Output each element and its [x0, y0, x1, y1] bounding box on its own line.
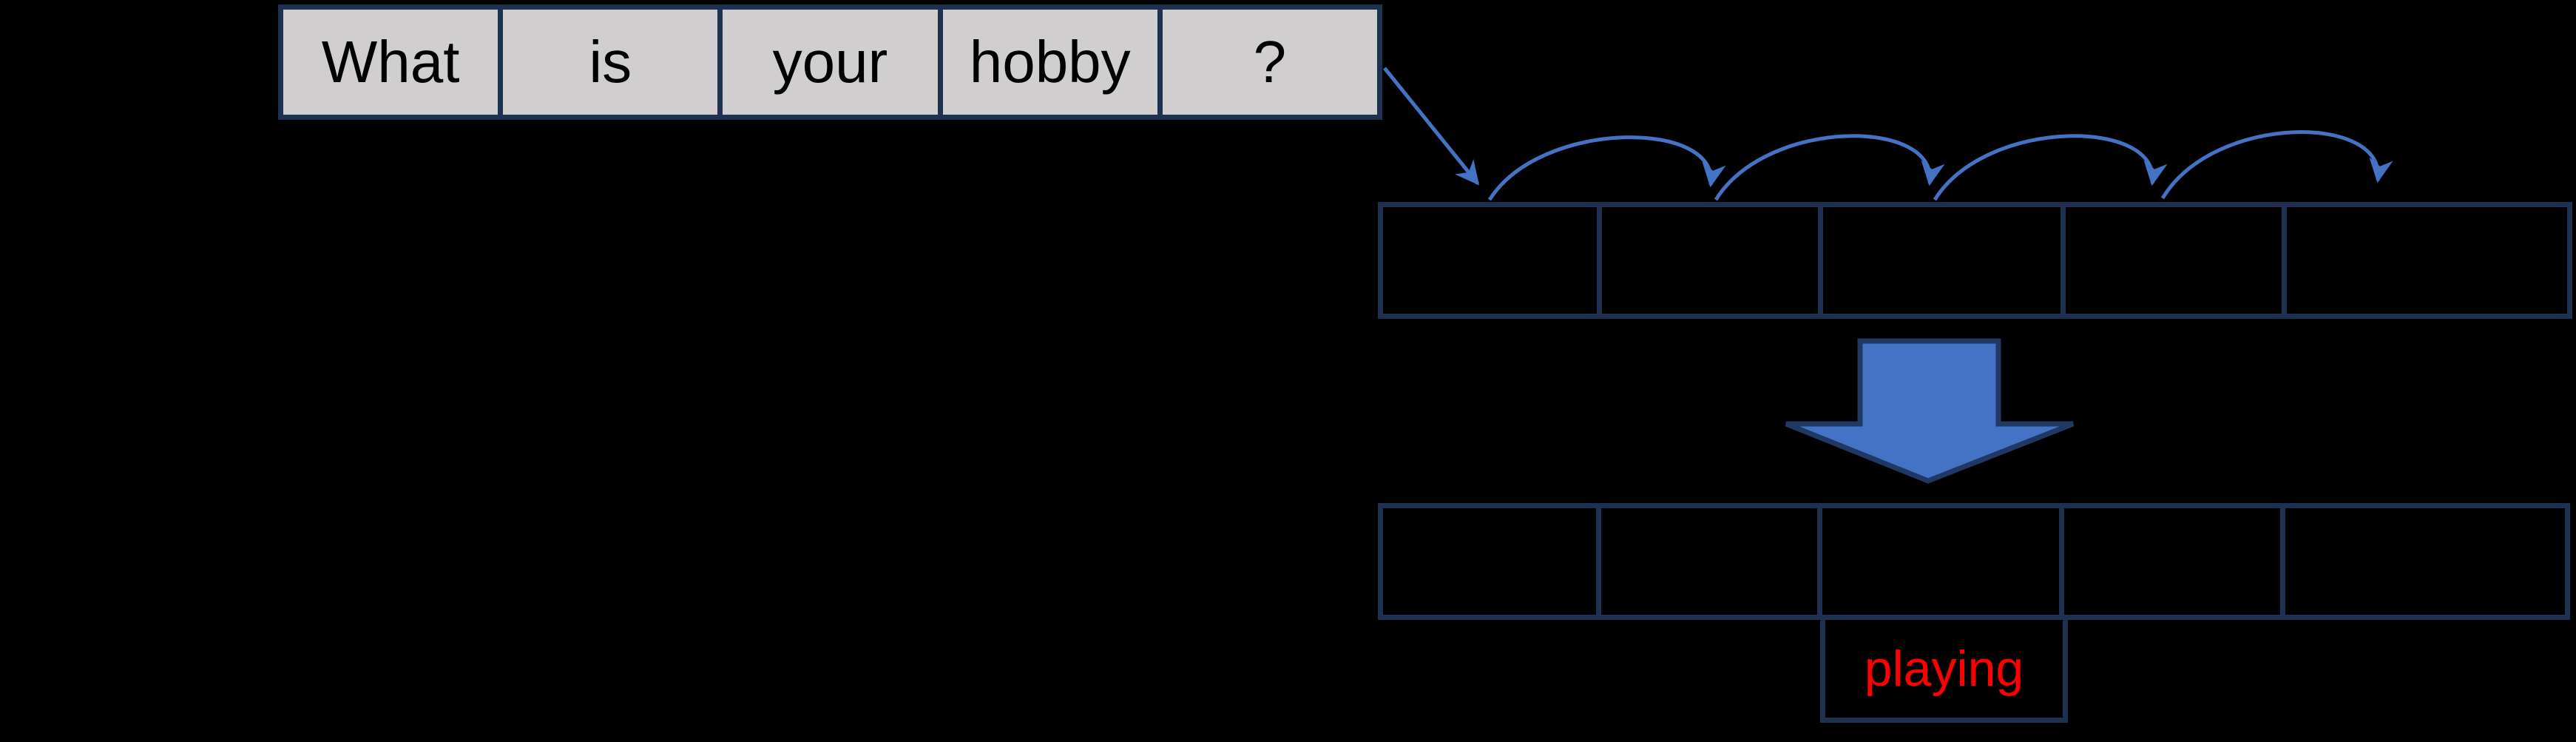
- step-arc-arrow-icon: [2160, 130, 2393, 200]
- input-to-sequence-arrow-icon: [1383, 67, 1480, 186]
- input-token-cell: your: [723, 10, 938, 115]
- input-token-label: is: [589, 29, 632, 95]
- sequence-cell: [2287, 207, 2567, 314]
- input-token-cell: hobby: [942, 10, 1157, 115]
- sequence-cell: [1822, 508, 2060, 615]
- input-token-label: hobby: [969, 29, 1131, 95]
- sequence-cell: [1383, 207, 1597, 314]
- sequence-row-top: [1378, 202, 2572, 319]
- sequence-cell: [2066, 207, 2282, 314]
- predicted-word-label: playing: [1864, 641, 2024, 697]
- input-token-cell: is: [503, 10, 718, 115]
- sequence-cell: [2285, 508, 2565, 615]
- predicted-word-box: playing: [1820, 615, 2068, 723]
- input-sentence-row: What is your hobby ?: [278, 4, 1382, 120]
- input-token-cell: What: [283, 10, 498, 115]
- sequence-cell: [1602, 207, 1818, 314]
- sequence-cell: [1383, 508, 1597, 615]
- sequence-cell: [1823, 207, 2061, 314]
- step-arc-arrow-icon: [1714, 134, 1945, 201]
- input-token-label: ?: [1253, 29, 1287, 95]
- input-token-cell: ?: [1162, 10, 1377, 115]
- input-token-label: your: [772, 29, 888, 95]
- sequence-cell: [2064, 508, 2280, 615]
- sequence-cell: [1601, 508, 1817, 615]
- sequence-row-bottom: [1378, 503, 2570, 620]
- step-arc-arrow-icon: [1487, 135, 1726, 201]
- transform-down-arrow-icon: [1785, 338, 2075, 484]
- step-arc-arrow-icon: [1933, 134, 2168, 201]
- input-token-label: What: [321, 29, 460, 95]
